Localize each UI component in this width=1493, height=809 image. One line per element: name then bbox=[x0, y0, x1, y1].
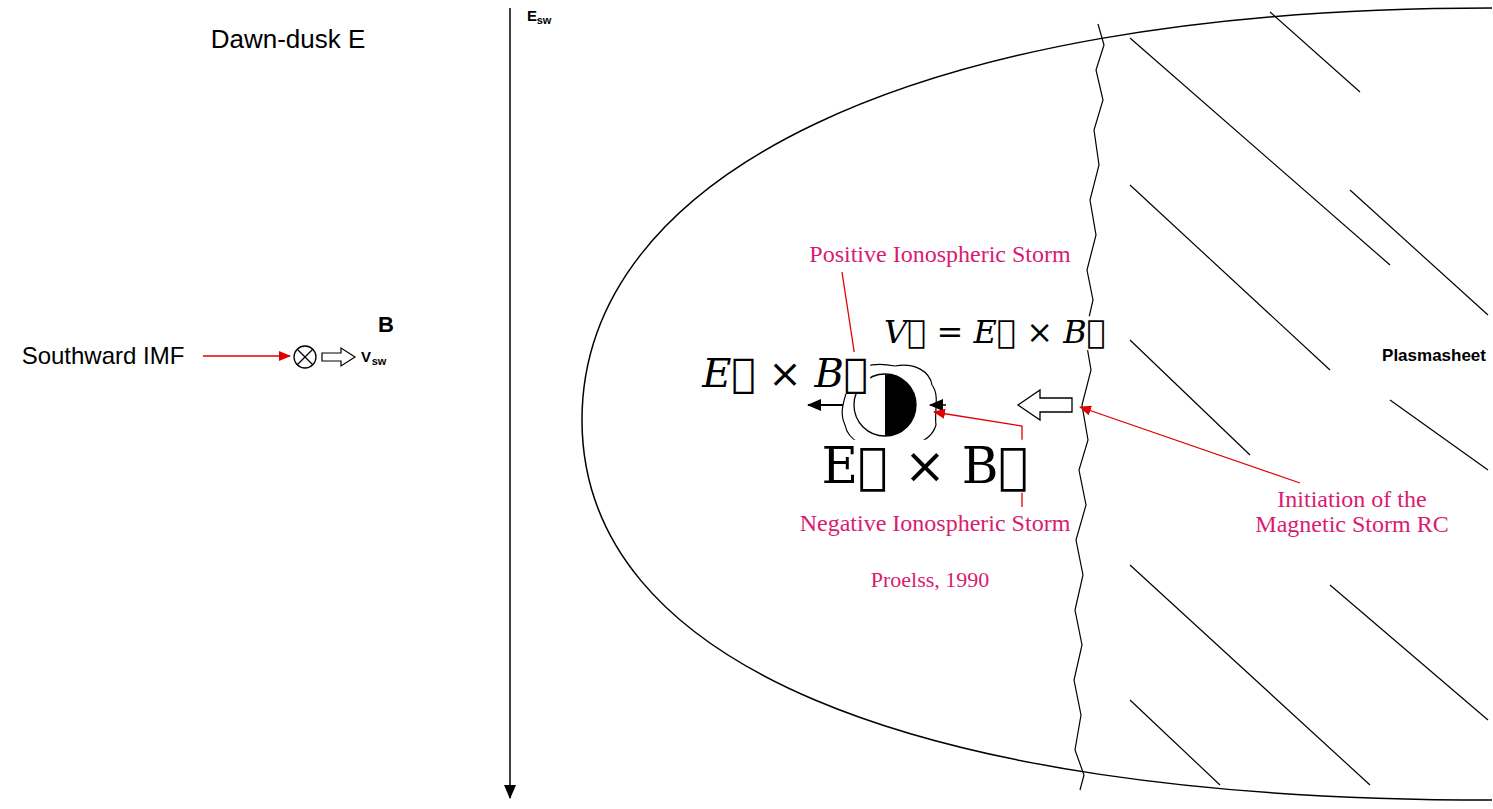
callout-label: Initiation of the Magnetic Storm RC bbox=[1230, 487, 1474, 537]
field-symbol: B bbox=[376, 313, 396, 336]
callout-label: Positive Ionospheric Storm bbox=[807, 242, 1072, 267]
equation: E⃗ × B⃗ bbox=[700, 352, 870, 394]
subscript: sw bbox=[370, 356, 389, 368]
equation: V⃗ = E⃗ × B⃗ bbox=[882, 316, 1108, 350]
field-symbol: V bbox=[359, 349, 373, 365]
citation: Proelss, 1990 bbox=[869, 568, 992, 591]
axis-title: Dawn-dusk E bbox=[209, 26, 368, 53]
callout-label: Southward IMF bbox=[20, 343, 187, 368]
equation: E⃗ × B⃗ bbox=[820, 440, 1031, 493]
subscript: sw bbox=[535, 15, 554, 27]
region-label: Plasmasheet bbox=[1380, 347, 1488, 365]
callout-label: Negative Ionospheric Storm bbox=[798, 511, 1073, 536]
